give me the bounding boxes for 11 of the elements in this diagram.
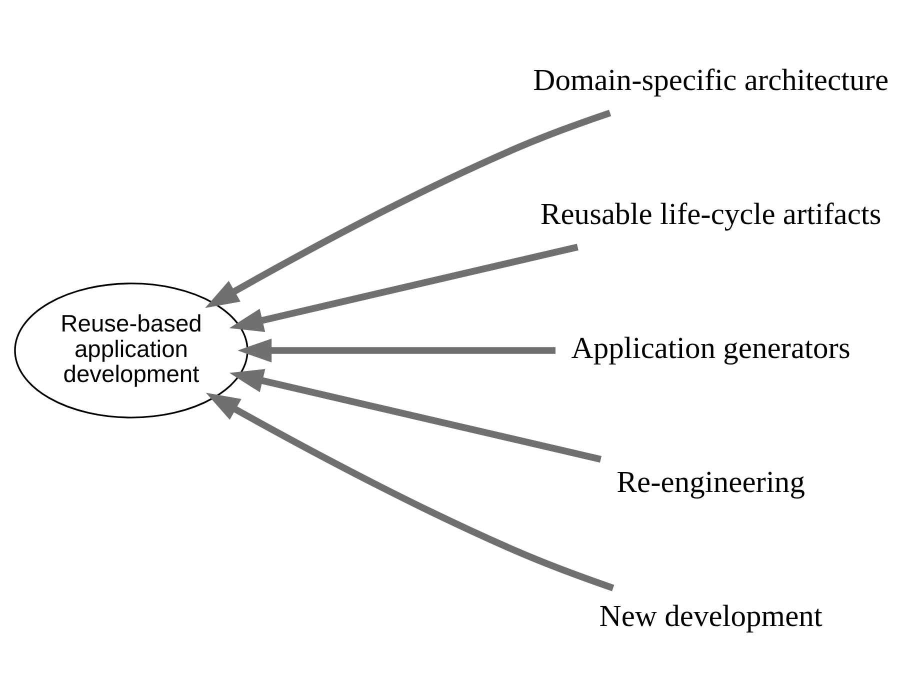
node-ellipse: Reuse-based application development bbox=[14, 282, 248, 418]
node-text: Domain-specific architecture bbox=[533, 62, 889, 96]
node-text: New development bbox=[599, 598, 822, 633]
node-text: Re-engineering bbox=[616, 464, 805, 499]
node-text: Reusable life-cycle artifacts bbox=[540, 196, 882, 230]
arrow bbox=[238, 338, 556, 362]
arrow bbox=[206, 392, 614, 591]
arrow bbox=[205, 109, 612, 308]
arrow bbox=[229, 368, 602, 462]
node-text: Application generators bbox=[571, 330, 850, 364]
arrow bbox=[229, 243, 578, 332]
